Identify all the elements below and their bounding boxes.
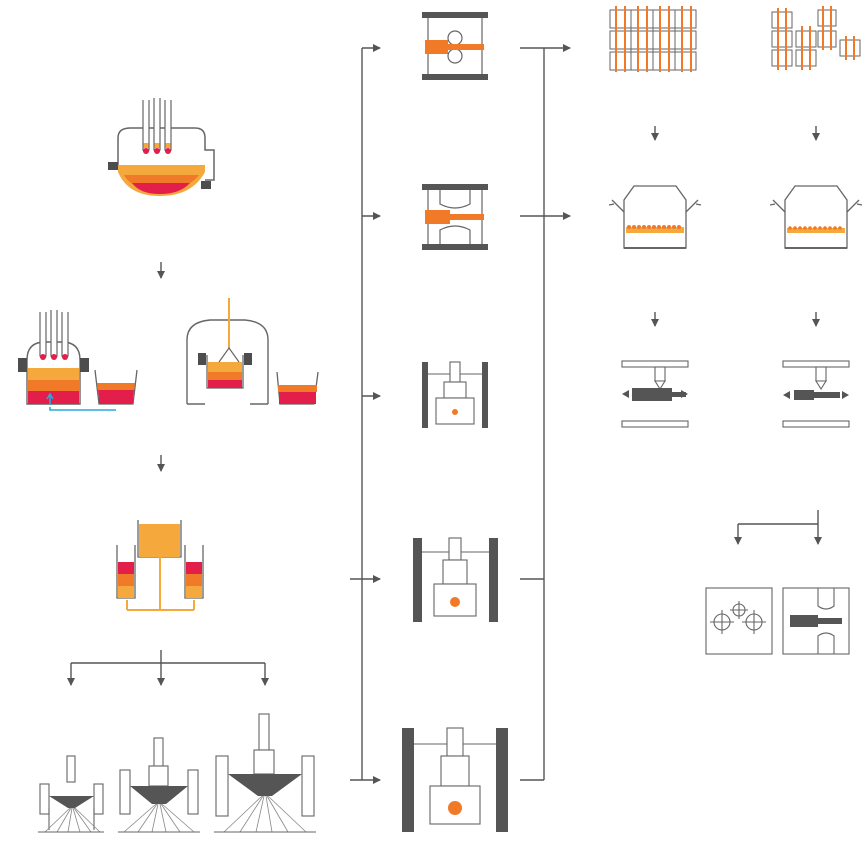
medium-ingot-mould-icon bbox=[118, 737, 200, 833]
ladle-furnace-icon bbox=[18, 310, 116, 411]
flow-bracket bbox=[734, 510, 822, 545]
machining-icon bbox=[621, 360, 689, 428]
left-branch-connector bbox=[350, 44, 381, 784]
electric-arc-furnace-icon bbox=[108, 98, 215, 196]
large-forging-press-icon bbox=[402, 727, 508, 832]
small-forging-press-icon bbox=[422, 361, 488, 428]
right-branch-connector bbox=[520, 44, 571, 781]
cut-bar-bundle-icon bbox=[771, 6, 861, 70]
ladle-icon bbox=[94, 369, 138, 405]
rolling-mill-icon bbox=[422, 12, 488, 80]
heat-treatment-furnace-icon bbox=[608, 185, 702, 249]
die-forging-icon bbox=[782, 587, 850, 655]
small-ingot-mould-icon bbox=[38, 755, 104, 833]
heat-treatment-furnace-icon bbox=[769, 185, 863, 249]
flow-bracket bbox=[67, 650, 269, 686]
machining-icon bbox=[782, 360, 850, 428]
bottom-pouring-ingot-casting-icon bbox=[116, 520, 204, 611]
bar-stock-bundle-icon bbox=[609, 6, 697, 72]
medium-forging-press-icon bbox=[413, 537, 498, 622]
gear-rolling-icon bbox=[705, 587, 773, 655]
forging-roll-icon bbox=[422, 184, 488, 250]
vacuum-degassing-icon bbox=[186, 298, 319, 405]
large-ingot-mould-icon bbox=[214, 713, 316, 833]
